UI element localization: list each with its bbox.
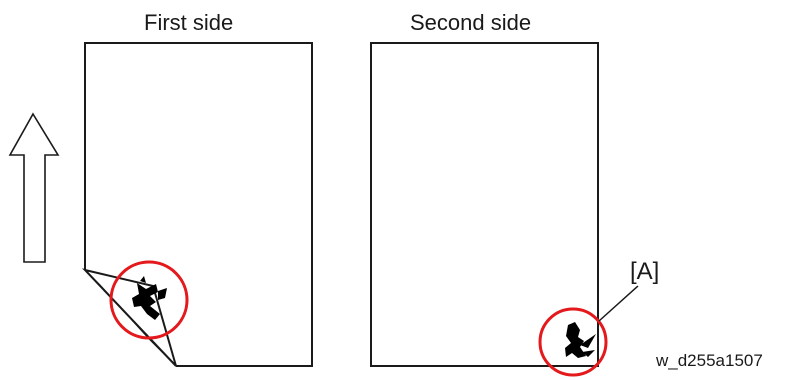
- first-side-page: [85, 43, 312, 366]
- second-side-stain: [565, 322, 596, 358]
- callout-leader-line: [599, 286, 638, 321]
- second-side-page: [371, 43, 598, 366]
- feed-direction-arrow-icon: [10, 114, 58, 262]
